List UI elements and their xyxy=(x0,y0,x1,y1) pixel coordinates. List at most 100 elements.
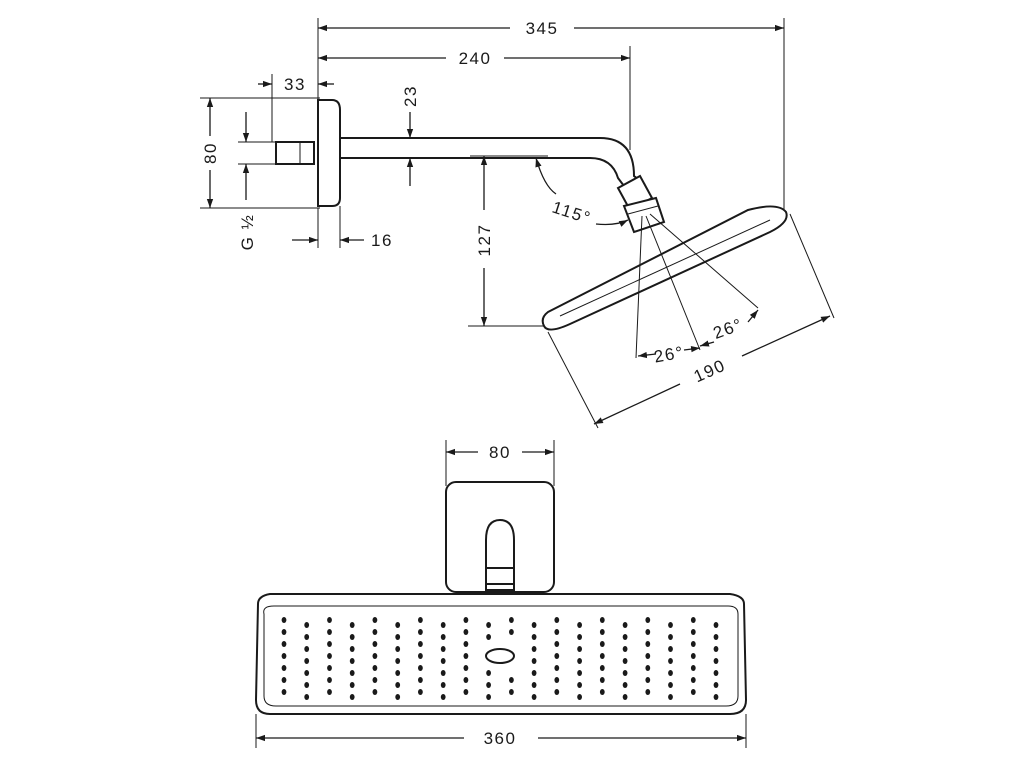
dim-flange-depth-label: 33 xyxy=(284,75,306,94)
nozzle xyxy=(486,634,491,640)
joint-nut xyxy=(622,196,666,234)
nozzle xyxy=(622,670,628,676)
nozzle xyxy=(668,646,673,652)
nozzle xyxy=(327,653,332,659)
nozzle xyxy=(554,653,560,659)
nozzle xyxy=(599,629,605,635)
nozzle xyxy=(554,677,560,683)
thread-label: G ½ xyxy=(238,214,257,251)
nozzle xyxy=(599,677,605,683)
nozzle xyxy=(281,665,287,671)
nozzle xyxy=(372,689,378,695)
nozzle xyxy=(577,694,582,700)
nozzle xyxy=(531,634,537,640)
dim-arm-thickness-label: 23 xyxy=(401,85,420,107)
nozzle xyxy=(645,641,651,647)
nozzle xyxy=(327,665,332,671)
dim-line xyxy=(699,340,715,347)
nozzle xyxy=(554,617,560,623)
wall-connector xyxy=(275,141,315,165)
nozzle xyxy=(645,629,651,635)
nozzle xyxy=(372,629,378,635)
nozzle xyxy=(668,622,673,628)
nozzle xyxy=(622,634,628,640)
nozzle xyxy=(531,622,537,628)
nozzle xyxy=(372,617,378,623)
dim-arm-length-label: 240 xyxy=(459,49,492,68)
nozzle xyxy=(690,665,696,671)
nozzle xyxy=(395,658,401,664)
side-view: 345 240 33 80 G ½ 16 23 127 xyxy=(200,18,835,429)
dim-tilt-right-label: 26° xyxy=(711,315,746,343)
nozzle xyxy=(645,677,651,683)
nozzle xyxy=(372,677,378,683)
center-logo xyxy=(485,648,515,664)
nozzle xyxy=(372,665,378,671)
nozzle xyxy=(463,629,469,635)
nozzle xyxy=(713,634,719,640)
nozzle xyxy=(281,641,287,647)
spray-face xyxy=(263,605,739,707)
nozzle xyxy=(327,617,332,623)
nozzle xyxy=(622,682,628,688)
nozzle xyxy=(509,677,514,683)
dim-line xyxy=(637,351,657,359)
nozzle xyxy=(599,689,605,695)
nozzle xyxy=(304,634,310,640)
nozzle xyxy=(440,646,446,652)
nozzle xyxy=(645,665,651,671)
nozzle xyxy=(713,694,719,700)
nozzle xyxy=(372,641,378,647)
dim-line xyxy=(747,309,759,323)
nozzle xyxy=(440,682,446,688)
nozzle xyxy=(509,617,514,623)
nozzle xyxy=(554,641,560,647)
nozzle xyxy=(418,617,423,623)
extension-line xyxy=(789,213,835,319)
nozzle xyxy=(531,646,537,652)
nozzle xyxy=(304,658,310,664)
nozzle xyxy=(327,629,332,635)
angle-arc xyxy=(595,219,629,227)
nozzle xyxy=(622,694,628,700)
nozzle xyxy=(599,653,605,659)
front-view: 80 360 xyxy=(254,440,748,748)
nozzle xyxy=(690,617,696,623)
dim-flange-height-label: 80 xyxy=(201,142,220,164)
dim-head-depth-label: 190 xyxy=(691,356,729,387)
nozzle xyxy=(349,682,355,688)
nozzle xyxy=(463,617,469,623)
nozzle xyxy=(486,670,491,676)
nozzle xyxy=(577,634,582,640)
dim-tilt-left-label: 26° xyxy=(653,343,686,367)
nozzle xyxy=(577,658,582,664)
nozzle xyxy=(281,689,287,695)
nozzle xyxy=(304,694,310,700)
nozzle xyxy=(463,653,469,659)
dim-head-width-label: 360 xyxy=(484,729,517,748)
nozzle xyxy=(418,677,423,683)
nozzle xyxy=(554,689,560,695)
nozzle xyxy=(713,646,719,652)
nozzle xyxy=(418,665,423,671)
nozzle xyxy=(690,653,696,659)
nozzle xyxy=(418,629,423,635)
nozzle xyxy=(486,622,491,628)
nozzle xyxy=(531,694,537,700)
nozzle xyxy=(668,694,673,700)
dim-head-drop-label: 127 xyxy=(475,224,494,257)
nozzle xyxy=(463,689,469,695)
dim-joint-angle-label: 115° xyxy=(550,198,594,228)
nozzle xyxy=(440,670,446,676)
nozzle xyxy=(395,670,401,676)
nozzle xyxy=(554,665,560,671)
nozzle xyxy=(713,682,719,688)
nozzle xyxy=(440,634,446,640)
nozzle xyxy=(577,622,582,628)
nozzle xyxy=(690,689,696,695)
nozzle xyxy=(372,653,378,659)
nozzle xyxy=(418,641,423,647)
nozzle xyxy=(531,682,537,688)
nozzle xyxy=(713,658,719,664)
